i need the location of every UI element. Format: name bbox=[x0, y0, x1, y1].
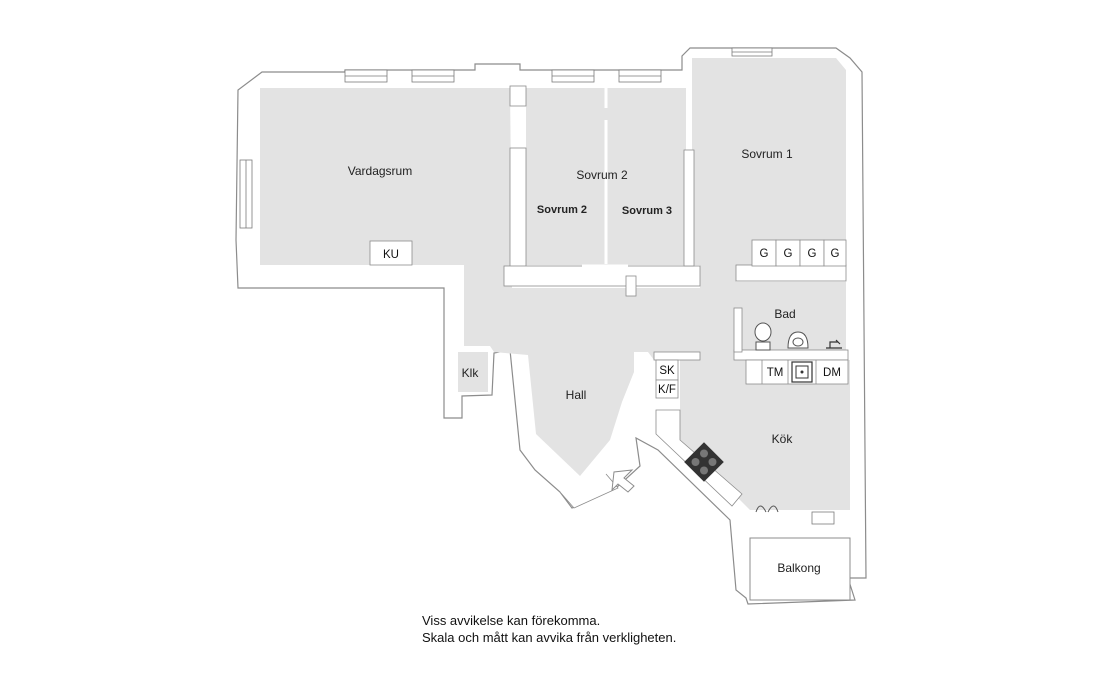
label-sovrum3: Sovrum 3 bbox=[622, 205, 672, 217]
stove-icon bbox=[684, 442, 724, 482]
room-sovrum-1 bbox=[692, 58, 846, 265]
balcony-window bbox=[811, 511, 835, 525]
wall-sovrum2-bottom bbox=[503, 265, 701, 287]
label-sovrum2-top: Sovrum 2 bbox=[576, 168, 628, 182]
disclaimer-line-1: Viss avvikelse kan förekomma. bbox=[422, 613, 601, 628]
kf-box bbox=[655, 379, 679, 399]
entrance-arrow-icon bbox=[611, 469, 635, 493]
label-dm: DM bbox=[823, 367, 841, 379]
room-vardagsrum bbox=[260, 88, 512, 265]
wardrobes bbox=[751, 239, 847, 267]
label-ku: KU bbox=[383, 249, 399, 261]
wall-kitchen-top bbox=[653, 351, 701, 361]
label-sovrum2-left: Sovrum 2 bbox=[537, 204, 587, 216]
label-tm: TM bbox=[767, 367, 784, 379]
label-wardrobe-1: G bbox=[760, 248, 769, 260]
label-sovrum1: Sovrum 1 bbox=[741, 147, 793, 161]
label-hall: Hall bbox=[566, 388, 587, 402]
room-balkong bbox=[749, 537, 851, 601]
label-bad: Bad bbox=[774, 307, 795, 321]
toilet-icon bbox=[754, 322, 772, 351]
room-kok bbox=[680, 360, 850, 510]
room-klk bbox=[458, 352, 488, 392]
wall-bad-left bbox=[733, 307, 743, 353]
entrance-door bbox=[559, 473, 619, 509]
windows bbox=[239, 47, 773, 229]
wall-hall-post bbox=[625, 275, 637, 297]
wall-bad-bottom bbox=[733, 349, 849, 361]
label-wardrobe-3: G bbox=[808, 248, 817, 260]
label-balkong: Balkong bbox=[777, 561, 820, 575]
label-klk: Klk bbox=[462, 366, 480, 380]
room-hall bbox=[464, 265, 736, 476]
washbasin-icon bbox=[787, 331, 809, 349]
label-vardagsrum: Vardagsrum bbox=[348, 164, 412, 178]
balcony-door-icon bbox=[755, 505, 779, 513]
ku-box bbox=[369, 240, 413, 266]
label-wardrobe-4: G bbox=[831, 248, 840, 260]
faucet-icon bbox=[826, 339, 842, 349]
disclaimer: Viss avvikelse kan förekomma. Skala och … bbox=[422, 612, 676, 646]
wall-sovrum1-bottom bbox=[735, 264, 847, 282]
label-kf: K/F bbox=[658, 384, 676, 396]
wall-sovrum3-right bbox=[683, 149, 695, 267]
disclaimer-line-2: Skala och mått kan avvika från verklighe… bbox=[422, 630, 677, 645]
label-sk: SK bbox=[659, 365, 675, 377]
wall-sovrum2-left bbox=[509, 147, 527, 269]
label-wardrobe-2: G bbox=[784, 248, 793, 260]
label-kok: Kök bbox=[772, 432, 794, 446]
sink-icon bbox=[791, 361, 813, 383]
wall-vardagsrum-top bbox=[509, 85, 527, 107]
